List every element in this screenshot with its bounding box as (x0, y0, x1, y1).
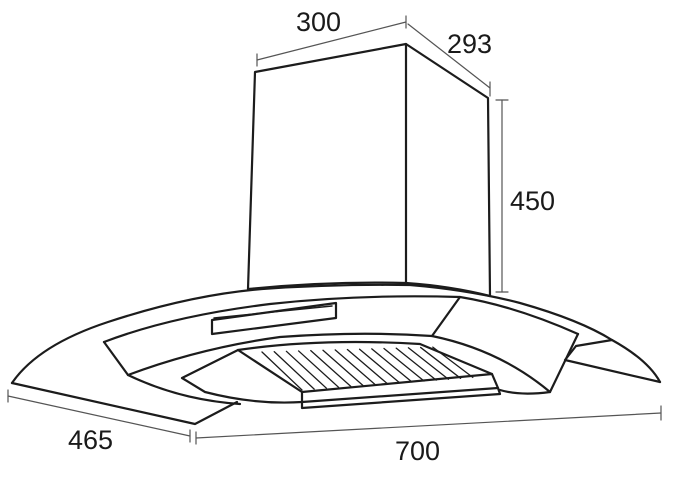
filter-slat (371, 348, 413, 383)
control-panel-divider (213, 305, 333, 319)
filter-slat (346, 348, 389, 385)
filter-slat (261, 351, 303, 391)
filter-housing (180, 340, 502, 410)
dimension-labels: 300 293 450 465 700 (68, 7, 555, 466)
chimney-front-face (246, 42, 408, 291)
chimney (246, 42, 492, 298)
filter-slat (395, 347, 437, 381)
filter-slat (322, 349, 364, 387)
label-chimney-height: 450 (510, 186, 555, 216)
canopy-inner-band (102, 295, 580, 344)
canopy-right-lower-edge (498, 388, 552, 395)
canopy-right-fold (430, 332, 580, 394)
chimney-side-face (404, 42, 492, 298)
dim-chimney-height (495, 99, 509, 293)
label-chimney-depth: 293 (447, 29, 492, 59)
label-canopy-width: 700 (395, 436, 440, 466)
filter-housing-bevel (236, 348, 494, 394)
filter-slat (419, 346, 462, 379)
dimension-lines (7, 15, 662, 445)
canopy (10, 283, 662, 426)
canopy-front-lip (126, 373, 242, 406)
filter-slat (285, 350, 328, 389)
canopy-outer-edge (10, 283, 662, 385)
canopy-left-fold (102, 295, 462, 377)
canopy-right-wing (563, 338, 662, 384)
dim-chimney-depth (407, 23, 491, 97)
label-chimney-width: 300 (296, 7, 341, 37)
canopy-left-wing-bottom (10, 381, 239, 426)
grease-filter-slats (261, 346, 474, 391)
label-canopy-depth: 465 (68, 425, 113, 455)
filter-housing-front (300, 386, 502, 410)
filter-housing-outline (180, 340, 500, 404)
control-panel (210, 301, 338, 336)
filter-slat (310, 349, 352, 388)
dim-chimney-width (256, 15, 407, 67)
dim-canopy-depth (7, 389, 191, 443)
filter-slat (297, 350, 340, 388)
filter-slat (334, 349, 376, 386)
filter-slat (432, 346, 474, 379)
filter-slat (273, 350, 315, 390)
filter-slat (358, 348, 401, 384)
filter-slat (407, 347, 450, 380)
filter-slat (383, 347, 425, 382)
control-panel-outline (210, 301, 338, 336)
dim-canopy-width (195, 405, 662, 445)
